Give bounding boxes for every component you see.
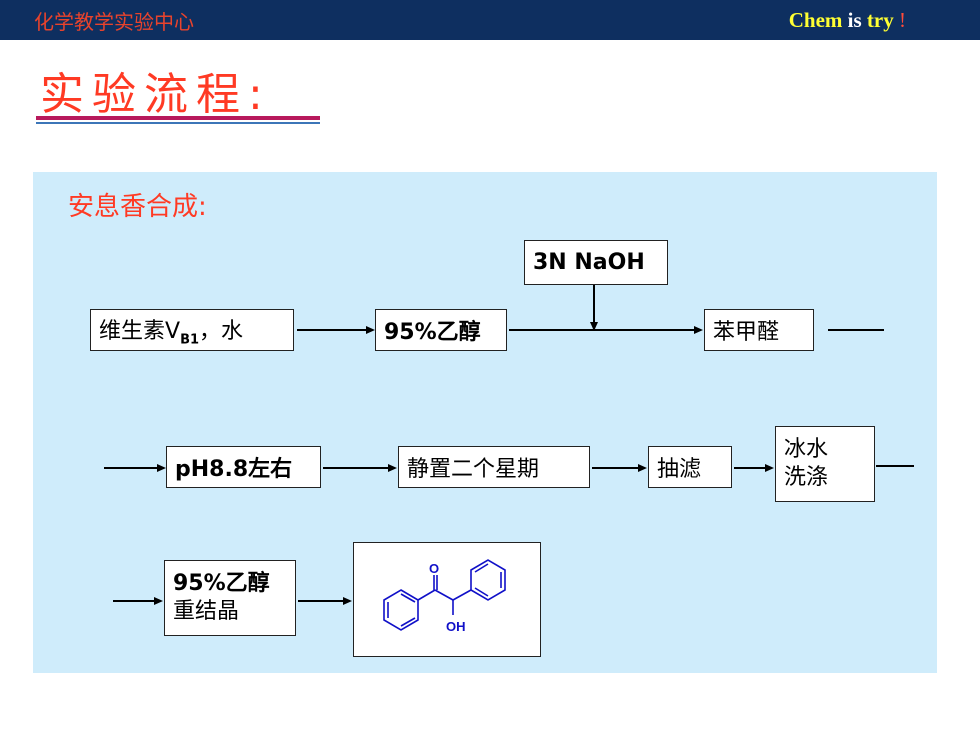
slogan-try: try — [866, 8, 894, 32]
naoh-box: 3N NaOH — [524, 240, 668, 285]
naoh-arrow-line — [593, 285, 595, 323]
arrow-standing-filter — [592, 467, 639, 469]
vb1-main: 维生素V — [99, 318, 181, 344]
carbonyl-label: O — [429, 561, 439, 576]
row2-lead-head — [157, 464, 166, 472]
row1-tail-line — [828, 329, 884, 331]
row3-lead-line — [113, 600, 155, 602]
arrow-filter-icewater — [734, 467, 766, 469]
arrow-vb1-ethanol-head — [366, 326, 375, 334]
benzaldehyde-label: 苯甲醛 — [713, 320, 780, 345]
arrow-ph-standing-head — [388, 464, 397, 472]
ph-box: pH8.8左右 — [166, 446, 321, 488]
left-phenyl-ring — [383, 589, 419, 631]
arrow-recryst-product-head — [343, 597, 352, 605]
arrow-standing-filter-head — [638, 464, 647, 472]
arrow-recryst-product — [298, 600, 344, 602]
recrystallize-label: 95%乙醇 重结晶 — [173, 570, 270, 626]
icewater-line1: 冰水 — [784, 437, 829, 462]
vb1-subscript: B1 — [180, 332, 200, 348]
icewater-line2: 洗涤 — [784, 465, 829, 490]
arrow-vb1-ethanol — [297, 329, 367, 331]
slogan-bang: ! — [899, 8, 906, 32]
filter-box: 抽滤 — [648, 446, 732, 488]
header-bar: 化学教学实验中心 Chem is try ! — [0, 0, 980, 40]
slogan: Chem is try ! — [789, 8, 906, 33]
arrow-ethanol-benzaldehyde — [509, 329, 695, 331]
slogan-is: is — [847, 8, 862, 32]
vb1-rest: ，水 — [199, 318, 244, 344]
standing-box: 静置二个星期 — [398, 446, 590, 488]
vb1-label: 维生素VB1，水 — [99, 313, 243, 347]
arrow-ethanol-benzaldehyde-head — [694, 326, 703, 334]
benzaldehyde-box: 苯甲醛 — [704, 309, 814, 351]
recrystallize-line2: 重结晶 — [173, 599, 240, 624]
arrow-filter-icewater-head — [765, 464, 774, 472]
icewater-box: 冰水 洗涤 — [775, 426, 875, 502]
panel-heading: 安息香合成: — [68, 192, 207, 222]
filter-label: 抽滤 — [657, 457, 702, 482]
title-underline — [36, 116, 320, 120]
standing-label: 静置二个星期 — [407, 457, 540, 482]
ph-label: pH8.8左右 — [175, 457, 293, 482]
page-title: 实验流程: — [40, 69, 271, 120]
row2-lead-line — [104, 467, 159, 469]
right-phenyl-ring — [470, 559, 506, 601]
hydroxyl-label: OH — [446, 619, 466, 634]
row2-tail-line — [876, 465, 914, 467]
ethanol-box: 95%乙醇 — [375, 309, 507, 351]
naoh-label: 3N NaOH — [533, 250, 645, 275]
center-name: 化学教学实验中心 — [34, 10, 194, 34]
slogan-chem: Chem — [788, 8, 843, 32]
benzoin-structure-box: O OH — [353, 542, 541, 657]
recrystallize-box: 95%乙醇 重结晶 — [164, 560, 296, 636]
arrow-ph-standing — [323, 467, 389, 469]
ethanol-label: 95%乙醇 — [384, 320, 481, 345]
naoh-arrow-head — [590, 322, 598, 331]
recrystallize-line1: 95%乙醇 — [173, 571, 270, 596]
benzoin-structure: O OH — [383, 559, 506, 634]
row3-lead-head — [154, 597, 163, 605]
vb1-box: 维生素VB1，水 — [90, 309, 294, 351]
title-underline-secondary — [36, 122, 320, 124]
icewater-label: 冰水 洗涤 — [784, 436, 828, 492]
